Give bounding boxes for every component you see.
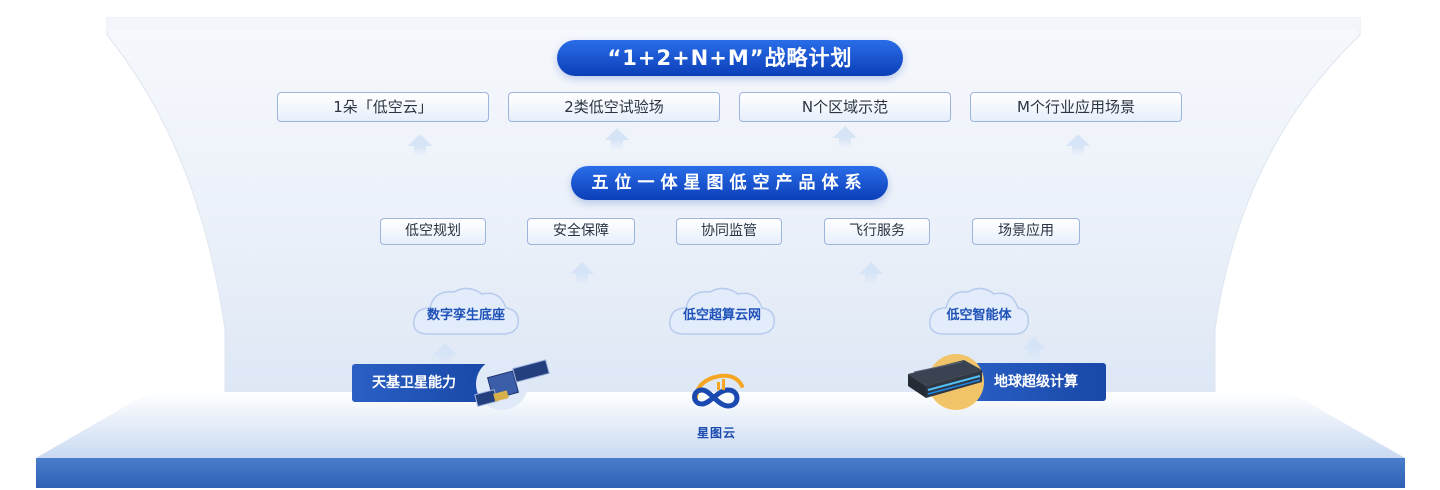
capability-satellite: 天基卫星能力 [352,364,490,402]
top-item-test-field: 2类低空试验场 [508,92,720,122]
xingtu-logo-text: 星图云 [697,426,737,440]
arrow-up-icon [833,126,857,148]
top-item-cloud: 1朵「低空云」 [277,92,489,122]
xingtu-logo-icon [692,373,744,409]
product-scene-app: 场景应用 [972,218,1080,245]
arrow-up-icon [605,128,629,150]
top-item-regional-demo: N个区域示范 [739,92,951,122]
cloud-label: 低空超算云网 [682,308,761,323]
cloud-label: 低空智能体 [946,308,1012,323]
product-supervision: 协同监管 [676,218,782,245]
cloud-label: 数字孪生底座 [426,308,505,323]
arrow-up-icon [1066,134,1090,156]
cloud-icon [929,287,1030,335]
cloud-supercompute-network: 低空超算云网 [664,282,780,342]
satellite-icon [474,358,550,410]
cloud-intelligent-agent: 低空智能体 [924,282,1034,342]
arrow-up-icon [408,134,432,156]
arrow-up-icon [433,343,457,365]
strategy-title: “1+2+N+M”战略计划 [557,40,903,76]
server-rack-icon [908,354,984,410]
arrow-up-icon [859,262,883,284]
cloud-digital-twin: 数字孪生底座 [408,282,524,342]
cloud-icon [669,287,775,335]
product-planning: 低空规划 [380,218,486,245]
cloud-icon [413,287,519,335]
system-title: 五位一体星图低空产品体系 [571,166,888,200]
top-item-industry-scenes: M个行业应用场景 [970,92,1182,122]
product-flight-service: 飞行服务 [824,218,930,245]
product-safety: 安全保障 [527,218,635,245]
capability-supercompute: 地球超级计算 [964,363,1106,401]
arrow-up-icon [570,262,594,284]
arrow-up-icon [1022,337,1046,359]
